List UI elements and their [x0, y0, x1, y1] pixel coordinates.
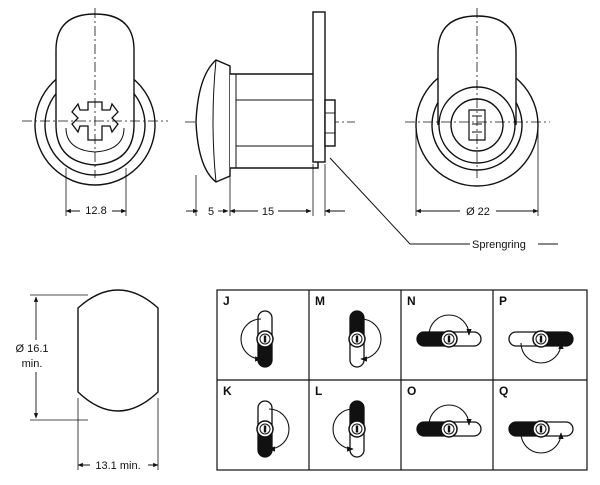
cam-position-letter: N — [407, 294, 416, 308]
flange-dimension: 5 — [208, 206, 214, 218]
cam-position-l: L — [315, 384, 366, 458]
rotation-arrow — [428, 314, 472, 336]
dim-label-bg — [460, 204, 496, 218]
keyway-slot — [539, 425, 543, 433]
side-view — [185, 11, 558, 245]
key-face-view — [405, 8, 550, 216]
cutout-diameter-note: min. — [22, 358, 43, 370]
dim-label-bg — [80, 203, 112, 217]
cam-position-letter: O — [407, 384, 416, 398]
rotation-arrow — [240, 318, 262, 362]
cam-cells: J M N P K L O Q — [223, 294, 574, 458]
key-face-diameter-dimension: Ø 22 — [466, 206, 490, 218]
front-width-dimension: 12.8 — [85, 205, 106, 217]
dim-label-bg — [90, 458, 148, 472]
keyway-slot — [263, 425, 267, 433]
cutout-view — [30, 289, 159, 470]
cam-position-letter: M — [315, 294, 325, 308]
front-view-cam — [22, 8, 168, 216]
cam-position-q: Q — [499, 384, 574, 454]
cam-position-letter: L — [315, 384, 322, 398]
cam-position-k: K — [223, 384, 290, 458]
rotation-arrow — [332, 408, 354, 452]
cam-position-n: N — [407, 294, 482, 348]
cam-position-letter: J — [223, 294, 230, 308]
cam-position-j: J — [223, 294, 274, 368]
keyway-slot — [355, 425, 359, 433]
dim-label-bg — [10, 340, 54, 372]
keyway-slot — [447, 335, 451, 343]
rotation-arrow — [520, 432, 564, 454]
keyway-slot — [355, 335, 359, 343]
cutout-diameter-dimension: Ø 16.1 — [15, 343, 48, 355]
cam-position-table — [216, 289, 588, 471]
cam-position-o: O — [407, 384, 482, 438]
cam-position-letter: K — [223, 384, 232, 398]
rotation-arrow — [428, 404, 472, 426]
cam-position-letter: P — [499, 294, 507, 308]
dim-label-bg — [258, 204, 278, 218]
cam-position-p: P — [499, 294, 574, 364]
body-length-dimension: 15 — [262, 206, 274, 218]
dim-label-bg — [204, 204, 218, 218]
cam-position-m: M — [315, 294, 382, 368]
keyway-slot — [263, 335, 267, 343]
keyway-slot — [447, 425, 451, 433]
keyway-slot — [539, 335, 543, 343]
sprengring-label: Sprengring — [472, 239, 526, 251]
rotation-arrow — [360, 318, 382, 362]
rotation-arrow — [268, 408, 290, 452]
rotation-arrow — [520, 342, 564, 364]
cutout-width-dimension: 13.1 min. — [95, 460, 140, 472]
cam-position-letter: Q — [499, 384, 508, 398]
